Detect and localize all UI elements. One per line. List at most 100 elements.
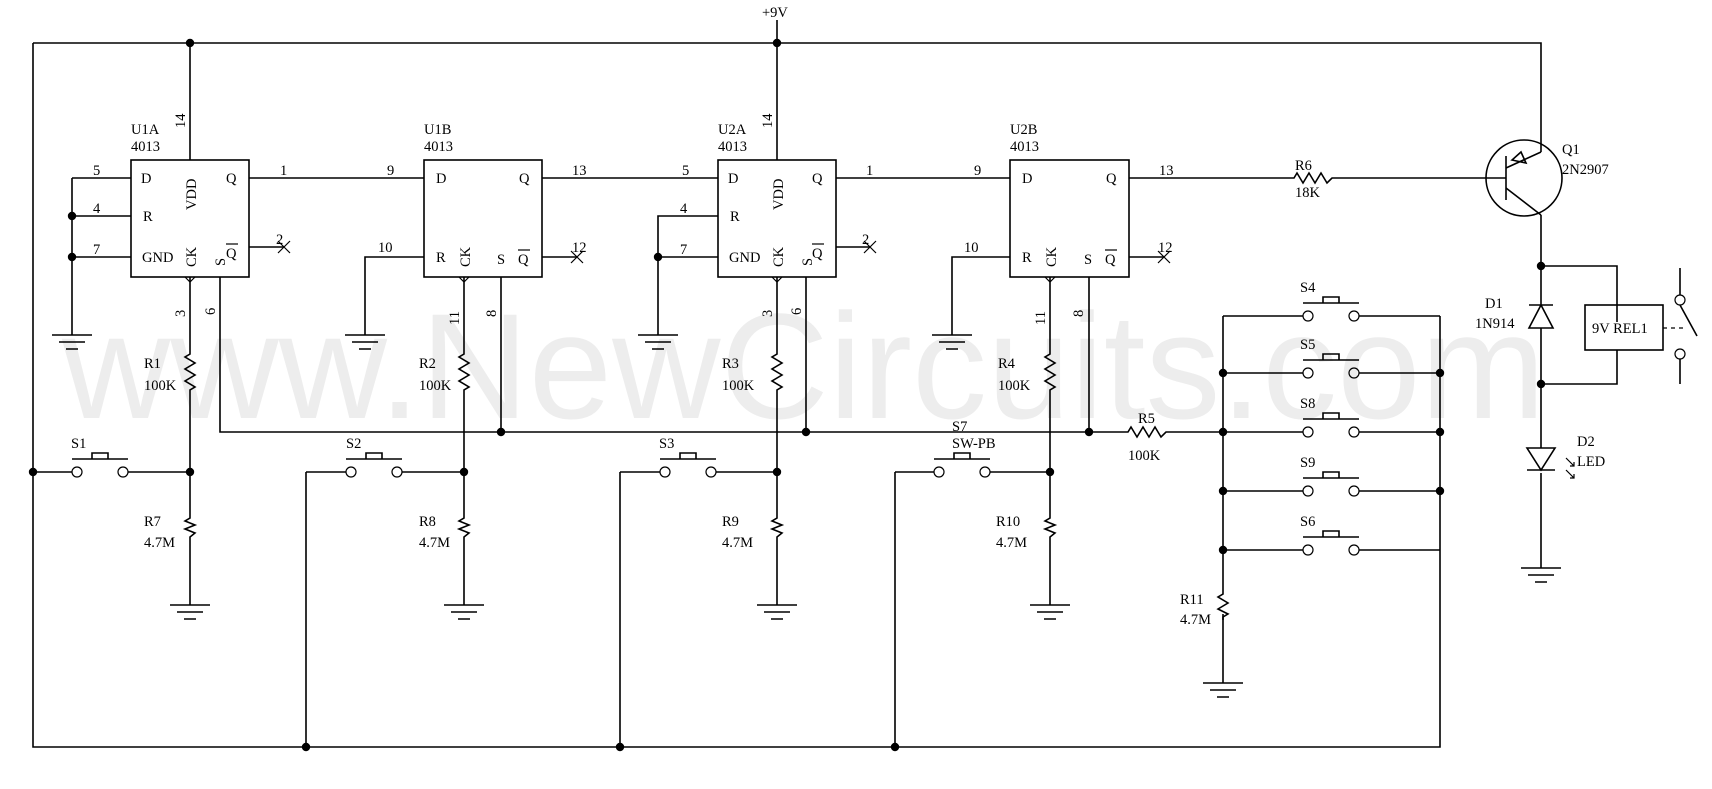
watermark: www.NewCircuits.com <box>61 282 1546 450</box>
label-relay-label: 9V REL1 <box>1592 321 1648 337</box>
switch-s6: S6 <box>1300 514 1360 556</box>
label-ics-3-pins-d: 9 <box>974 163 981 179</box>
label-resistors-r11-ref: R11 <box>1180 592 1204 608</box>
switch-s2: S2 <box>345 436 403 478</box>
label-led-part: LED <box>1577 454 1605 470</box>
label-ics-3-pins-ck: 11 <box>1033 311 1049 325</box>
label-pin_names-ck: CK <box>458 246 474 267</box>
pin-gnd-label: GND <box>142 250 173 266</box>
ground-icon <box>932 334 972 350</box>
resistor-r9: R9 4.7M <box>722 514 785 551</box>
ic-type: 4013 <box>718 139 747 155</box>
pin-vdd-label: VDD <box>184 179 200 210</box>
label-pin_names-r: R <box>1022 250 1032 266</box>
ground-icon <box>1203 682 1243 698</box>
label-switches-s4: S4 <box>1300 280 1316 296</box>
resistor-r6: R6 18K <box>1290 158 1336 201</box>
junctions <box>28 38 1546 752</box>
label-ics-2-pins-qbar: 2 <box>862 232 869 248</box>
switch-s4: S4 <box>1300 280 1360 322</box>
label-ics-3-pins-s: 8 <box>1071 310 1087 317</box>
resistor-r4: R4 100K <box>998 350 1057 394</box>
resistor-r10: R10 4.7M <box>996 514 1058 551</box>
supply-label: +9V <box>762 5 788 21</box>
label-ics-1-pins-q: 13 <box>572 163 587 179</box>
label-resistors-r7-value: 4.7M <box>144 535 175 551</box>
resistor-r11: R11 4.7M <box>1180 590 1230 628</box>
label-pin_names-gnd: GND <box>729 250 760 266</box>
label-led-ref: D2 <box>1577 434 1595 450</box>
ground-icon <box>638 334 678 350</box>
ic-u1b: U1B 4013 D R Q CK S Q 9 10 13 12 11 8 <box>378 122 587 325</box>
diode-d1: D1 1N914 <box>1475 296 1555 332</box>
ic-ref: U2B <box>1010 122 1037 138</box>
label-ics-0-pins-qbar: 2 <box>276 232 283 248</box>
label-ics-2-pins-gnd: 7 <box>680 242 687 258</box>
label-ics-2-pins-vdd: 14 <box>760 113 776 128</box>
label-switches-s1: S1 <box>71 436 86 452</box>
label-resistors-r1-ref: R1 <box>144 356 161 372</box>
switch-s9: S9 <box>1300 455 1360 497</box>
label-switches-s2: S2 <box>346 436 361 452</box>
switch-s8: S8 <box>1300 396 1360 438</box>
label-ics-3-pins-r: 10 <box>964 240 979 256</box>
resistor-r7: R7 4.7M <box>144 514 198 551</box>
pin-s-label: S <box>213 258 229 266</box>
label-resistors-r5-ref: R5 <box>1138 411 1155 427</box>
label-pin_names-ck: CK <box>1044 246 1060 267</box>
label-resistors-r6-ref: R6 <box>1295 158 1312 174</box>
label-resistors-r10-value: 4.7M <box>996 535 1027 551</box>
pin-d-label: D <box>141 171 151 187</box>
label-diode-part: 1N914 <box>1475 316 1515 332</box>
label-resistors-r8-value: 4.7M <box>419 535 450 551</box>
pin-qbar-label: Q <box>226 246 237 262</box>
ic-type: 4013 <box>131 139 160 155</box>
ic-u2b: U2B 4013 D R Q CK S Q 9 10 13 12 11 8 <box>964 122 1174 325</box>
switch-s3: S3 <box>659 436 717 478</box>
label-pin_names-ck: CK <box>771 246 787 267</box>
label-resistors-r9-ref: R9 <box>722 514 739 530</box>
ground-icon <box>1030 604 1070 620</box>
ground-icon <box>1521 567 1561 583</box>
label-switches-s7-type: SW-PB <box>952 436 996 452</box>
ground-icon <box>345 334 385 350</box>
ic-u2a: U2A 4013 D R GND Q VDD CK S Q 5 4 7 1 2 … <box>680 113 873 317</box>
label-pin_names-s: S <box>497 252 505 268</box>
label-resistors-r8-ref: R8 <box>419 514 436 530</box>
switch-s7: S7 SW-PB <box>933 419 996 478</box>
label-resistors-r3-value: 100K <box>722 378 755 394</box>
pin-r-label: R <box>143 209 153 225</box>
label-ics-2-pins-ck: 3 <box>760 310 776 317</box>
switch-s1: S1 <box>71 436 129 478</box>
transistor-q1: Q1 2N2907 <box>1485 139 1609 217</box>
label-pin_names-d: D <box>1022 171 1032 187</box>
label-pin_names-qbar: Q <box>1105 252 1116 268</box>
led-d2: D2 LED <box>1525 434 1605 479</box>
label-resistors-r6-value: 18K <box>1295 185 1321 201</box>
label-ics-0-pins-d: 5 <box>93 163 100 179</box>
label-pin_names-r: R <box>436 250 446 266</box>
label-ics-1-pins-d: 9 <box>387 163 394 179</box>
resistor-r1: R1 100K <box>144 350 197 394</box>
label-resistors-r10-ref: R10 <box>996 514 1020 530</box>
label-switches-s6: S6 <box>1300 514 1315 530</box>
label-pin_names-d: D <box>436 171 446 187</box>
ground-icon <box>757 604 797 620</box>
label-pin_names-q: Q <box>1106 171 1117 187</box>
ic-ref: U2A <box>718 122 747 138</box>
relay-rel1: 9V REL1 <box>1584 268 1698 384</box>
label-switches-s7-ref: S7 <box>952 419 967 435</box>
ic-ref: U1B <box>424 122 451 138</box>
label-pin_names-d: D <box>728 171 738 187</box>
label-ics-2-pins-r: 4 <box>680 201 688 217</box>
resistor-r2: R2 100K <box>419 350 471 394</box>
label-ics-1-pins-qbar: 12 <box>572 240 587 256</box>
label-ics-3-pins-q: 13 <box>1159 163 1174 179</box>
label-resistors-r7-ref: R7 <box>144 514 161 530</box>
ic-type: 4013 <box>1010 139 1039 155</box>
label-transistor-part: 2N2907 <box>1562 162 1609 178</box>
label-ics-3-pins-qbar: 12 <box>1158 240 1173 256</box>
label-switches-s8: S8 <box>1300 396 1315 412</box>
label-resistors-r4-ref: R4 <box>998 356 1016 372</box>
label-resistors-r5-value: 100K <box>1128 448 1161 464</box>
